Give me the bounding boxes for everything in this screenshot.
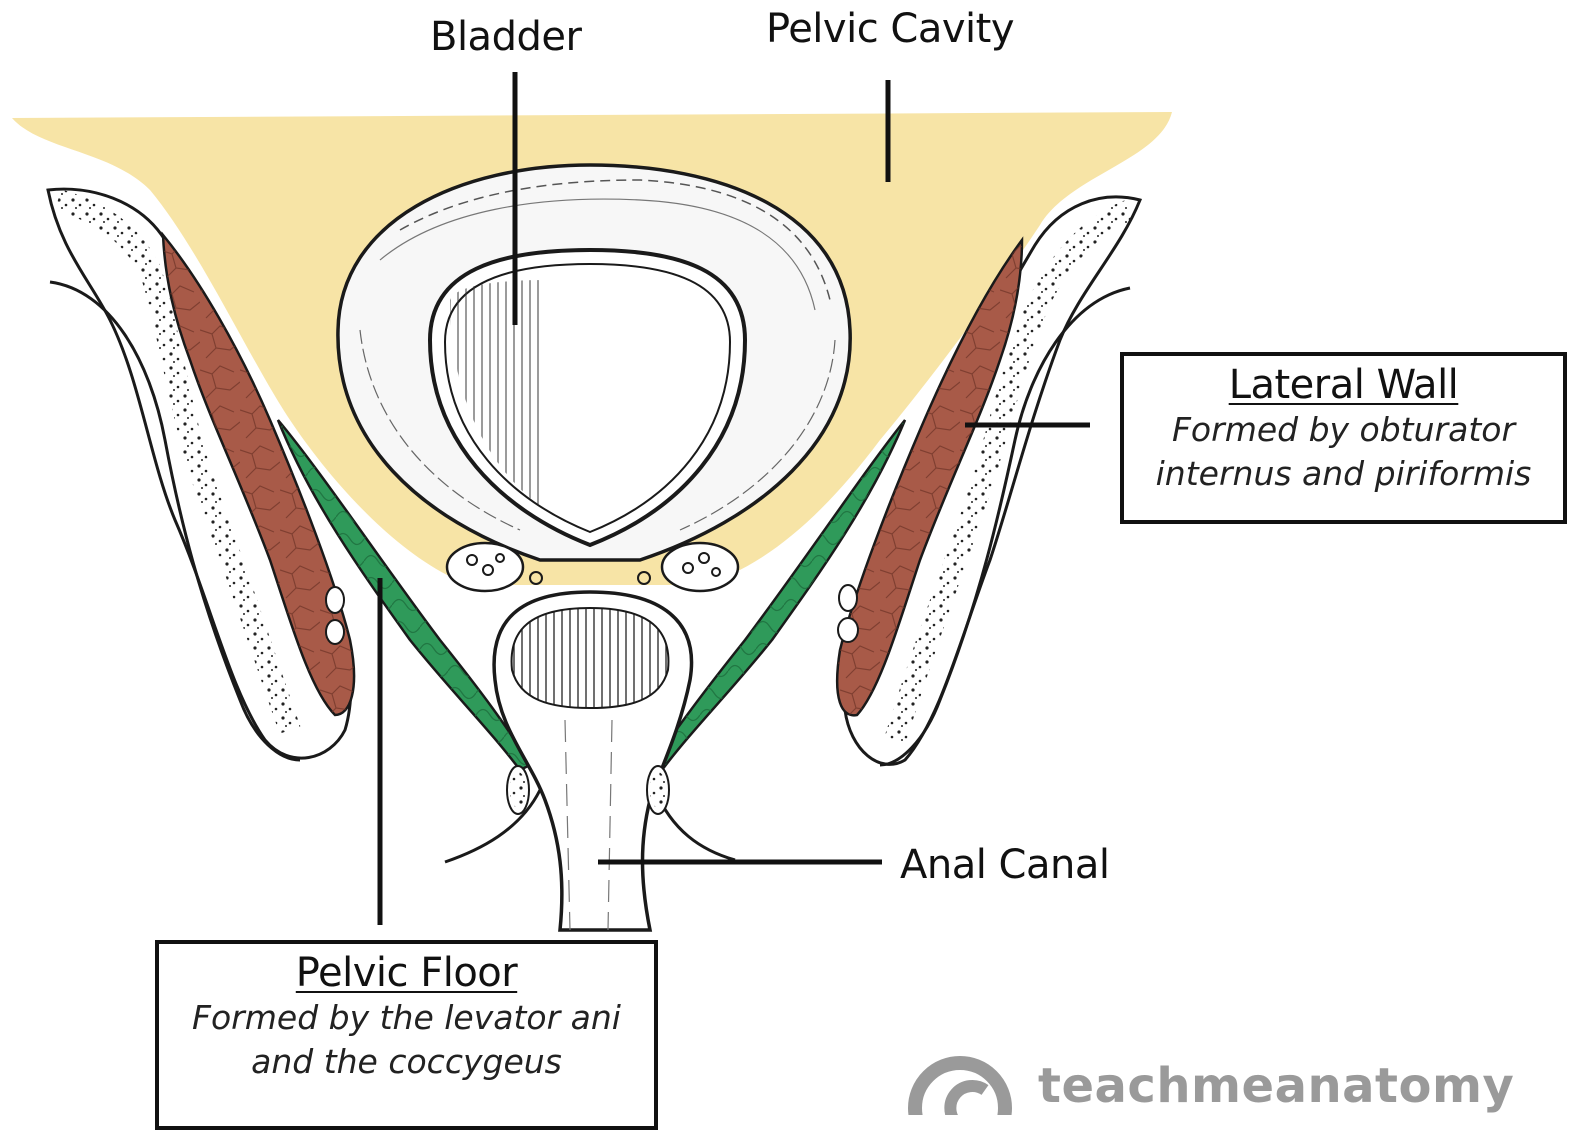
watermark-text: teachmeanatomy	[1038, 1058, 1514, 1114]
pelvic-cavity-label: Pelvic Cavity	[766, 6, 1014, 52]
anal-canal-label: Anal Canal	[900, 842, 1109, 888]
lateral-wall-title: Lateral Wall	[1124, 362, 1563, 408]
pelvic-floor-desc-line2: and the coccygeus	[159, 1040, 654, 1084]
lateral-wall-callout: Lateral Wall Formed by obturator internu…	[1120, 352, 1567, 524]
copyright-icon	[915, 1063, 1005, 1115]
bladder-label: Bladder	[430, 14, 581, 60]
pelvic-floor-callout: Pelvic Floor Formed by the levator ani a…	[155, 940, 658, 1130]
lateral-wall-desc-line1: Formed by obturator	[1124, 408, 1563, 452]
pelvic-floor-title: Pelvic Floor	[159, 950, 654, 996]
pelvic-floor-desc-line1: Formed by the levator ani	[159, 996, 654, 1040]
lateral-wall-desc-line2: internus and piriformis	[1124, 452, 1563, 496]
